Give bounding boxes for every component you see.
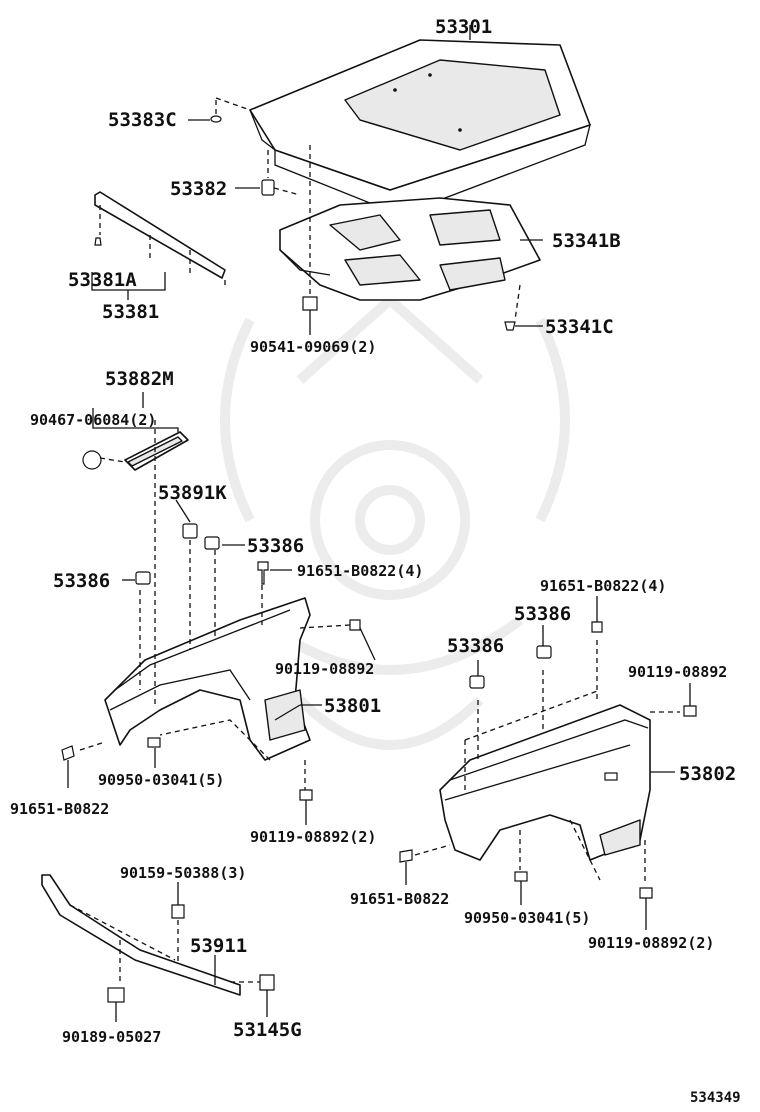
label-53382: 53382 [170,178,227,200]
hood-insulator [279,197,541,301]
label-91651-b0822-left4: 91651-B0822(4) [297,562,423,580]
label-53341b: 53341B [552,230,621,252]
part-labels: 53301 53383C 53382 53341B 53381A 53381 5… [10,16,741,1106]
label-91651-b0822-right4: 91651-B0822(4) [540,577,666,595]
label-90189-05027: 90189-05027 [62,1028,161,1046]
fender-lower-molding-53911 [41,874,275,1003]
label-90119-08892-left2: 90119-08892(2) [250,828,376,846]
label-90950-03041-right: 90950-03041(5) [464,909,590,927]
label-90119-08892-right: 90119-08892 [628,663,727,681]
label-90467-06084: 90467-06084(2) [30,411,156,429]
label-53386-a: 53386 [247,535,304,557]
label-53882m: 53882M [105,368,174,390]
label-53891k: 53891K [158,482,227,504]
label-53801: 53801 [324,695,381,717]
leader-lines-left-fender [67,499,376,825]
leader-lines-hood [91,25,543,335]
label-90541-09069: 90541-09069(2) [250,338,376,356]
label-90950-03041-left: 90950-03041(5) [98,771,224,789]
label-53802: 53802 [679,763,736,785]
diagram-id: 534349 [690,1090,741,1106]
label-90119-08892-right2: 90119-08892(2) [588,934,714,952]
left-fender-53801 [79,420,351,790]
label-91651-b0822-right: 91651-B0822 [350,890,449,908]
label-90119-08892-left: 90119-08892 [275,660,374,678]
left-fender-hardware [61,523,361,801]
label-53381a: 53381A [68,269,137,291]
label-53145g: 53145G [233,1019,302,1041]
leader-lines-lower [115,882,268,1022]
label-53386-b: 53386 [53,570,110,592]
label-53386-c: 53386 [514,603,571,625]
right-fender-53802 [414,640,680,885]
label-53381: 53381 [102,301,159,323]
label-91651-b0822-left: 91651-B0822 [10,800,109,818]
hood-seal-53381 [94,191,226,288]
label-53341c: 53341C [545,316,614,338]
hood-stopper-53382 [261,150,301,196]
hood-cushion-53383c [210,97,251,123]
label-90159-50388: 90159-50388(3) [120,864,246,882]
leader-lines-right-fender [405,596,691,930]
label-53386-d: 53386 [447,635,504,657]
label-53911: 53911 [190,935,247,957]
label-53383c: 53383C [108,109,177,131]
right-fender-hardware [399,621,697,899]
clip-53341c-icon [504,321,516,331]
nut-90541-icon [302,296,318,311]
hood-panel [249,39,591,216]
fender-liner-53882m [82,392,189,471]
label-53301: 53301 [435,16,492,38]
